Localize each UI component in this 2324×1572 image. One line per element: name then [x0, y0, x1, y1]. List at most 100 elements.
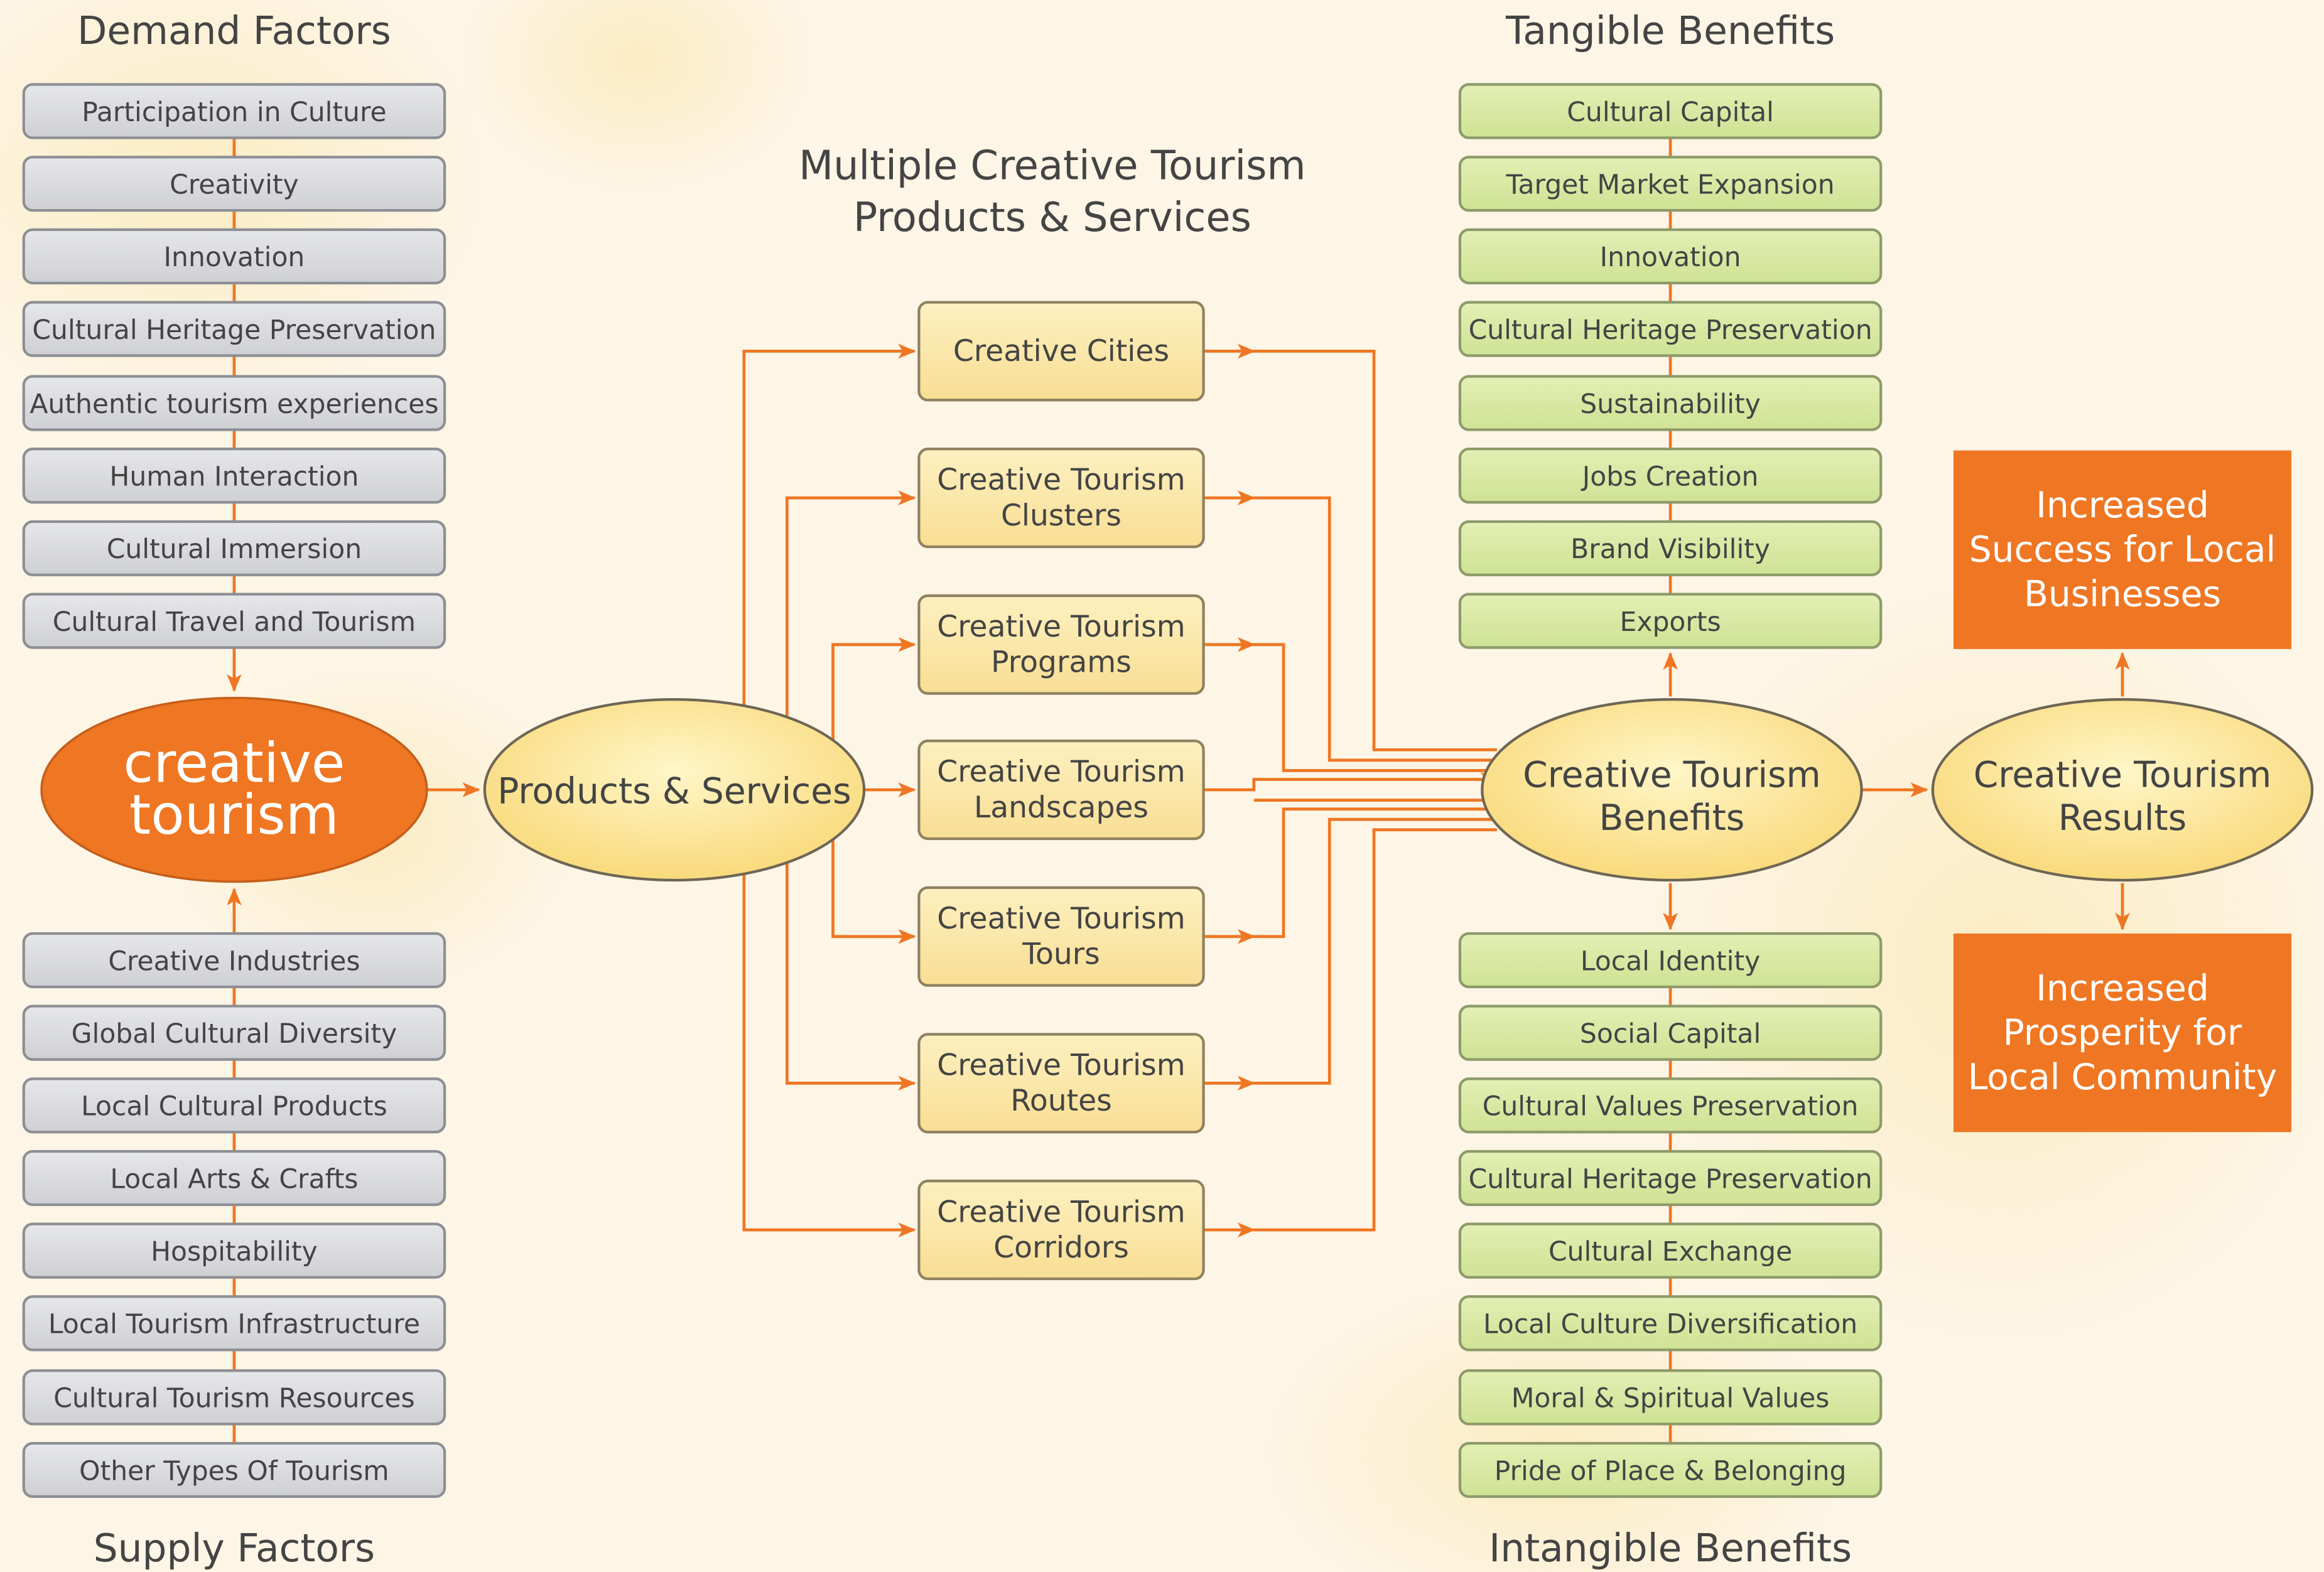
result-local-businesses-line: Businesses	[2024, 573, 2221, 615]
supply-factor-box	[22, 1441, 446, 1499]
products-services-label: Products & Services	[497, 770, 851, 812]
tangible-benefit-label: Innovation	[1600, 242, 1741, 273]
creative-tourism-ellipse	[40, 696, 428, 883]
tangible-benefit-box	[1458, 593, 1883, 649]
product-connector-in	[742, 838, 916, 1237]
product-node-line1: Creative Tourism	[937, 755, 1185, 789]
tangible-benefit: Target Market Expansion	[1458, 156, 1883, 212]
product-node-box	[917, 448, 1205, 549]
product-node-box	[917, 301, 1205, 402]
benefits-ellipse	[1481, 697, 1863, 882]
tangible-benefit-label: Cultural Heritage Preservation	[1469, 315, 1873, 346]
product-connector-out	[1253, 817, 1497, 1085]
supply-factor-label: Other Types Of Tourism	[79, 1456, 389, 1487]
supply-factor: Cultural Tourism Resources	[22, 1369, 446, 1426]
demand-factor-label: Authentic tourism experiences	[30, 389, 438, 420]
supply-factor: Local Tourism Infrastructure	[22, 1295, 446, 1352]
product-connector-in	[742, 343, 916, 744]
result-local-community-line: Prosperity for	[2003, 1012, 2242, 1053]
supply-factor-box	[22, 1149, 446, 1207]
product-connector-out	[1253, 643, 1497, 772]
demand-factor-box	[22, 301, 446, 357]
demand-factor-box	[22, 593, 446, 649]
product-node-line2: Corridors	[993, 1230, 1129, 1265]
intangible-benefit-box	[1458, 1077, 1883, 1134]
intangible-benefit: Social Capital	[1458, 1004, 1883, 1061]
product-node-line2: Tours	[1022, 937, 1100, 972]
tangible-benefit-box	[1458, 156, 1883, 212]
demand-factor-label: Cultural Travel and Tourism	[53, 607, 416, 638]
demand-factor: Creativity	[22, 156, 446, 212]
product-connector-out	[1253, 350, 1497, 751]
demand-factor-box	[22, 375, 446, 431]
tangible-benefit-label: Exports	[1620, 607, 1721, 638]
tangible-benefit-box	[1458, 375, 1883, 431]
header-products-line2: Products & Services	[853, 195, 1251, 241]
intangible-benefit-box	[1458, 932, 1883, 989]
product-node-line1: Creative Tourism	[937, 1048, 1185, 1083]
supply-factor-label: Global Cultural Diversity	[72, 1019, 397, 1050]
supply-factor-box	[22, 932, 446, 989]
tangible-benefit: Cultural Heritage Preservation	[1458, 301, 1883, 357]
product-node-box	[917, 1033, 1205, 1134]
product-node-box	[917, 886, 1205, 987]
intangible-benefit-label: Local Culture Diversification	[1483, 1310, 1857, 1340]
tangible-benefit-box	[1458, 228, 1883, 284]
product-node-line2: Landscapes	[974, 790, 1148, 825]
result-local-businesses-line: Increased	[2036, 485, 2209, 526]
demand-factor-label: Creativity	[170, 170, 299, 201]
demand-factor-label: Human Interaction	[109, 462, 359, 493]
supply-factor: Local Arts & Crafts	[22, 1149, 446, 1207]
products-services-node: Products & Services	[483, 697, 866, 882]
product-node: Creative Cities	[917, 301, 1205, 402]
intangible-benefit: Local Identity	[1458, 932, 1883, 989]
demand-factor-label: Innovation	[164, 242, 305, 273]
intangible-benefit: Moral & Spiritual Values	[1458, 1369, 1883, 1426]
intangible-benefit-label: Cultural Exchange	[1548, 1237, 1792, 1268]
creative-tourism-line1: creative	[123, 731, 345, 795]
intangible-benefit-box	[1458, 1441, 1883, 1499]
products-services-ellipse	[483, 697, 866, 882]
demand-factor: Innovation	[22, 228, 446, 284]
product-connector-in	[785, 838, 916, 1091]
product-node-box	[917, 740, 1205, 841]
intangible-benefit-label: Cultural Heritage Preservation	[1469, 1164, 1873, 1195]
supply-factor: Hospitability	[22, 1222, 446, 1279]
results-line2: Results	[2058, 797, 2186, 839]
supply-factor-label: Cultural Tourism Resources	[53, 1384, 414, 1414]
supply-factor-box	[22, 1369, 446, 1426]
supply-factor-box	[22, 1004, 446, 1061]
supply-factor-label: Local Cultural Products	[81, 1092, 387, 1122]
intangible-benefit: Cultural Heritage Preservation	[1458, 1149, 1883, 1207]
demand-factor: Authentic tourism experiences	[22, 375, 446, 431]
demand-factor-box	[22, 83, 446, 139]
product-connector-in	[831, 637, 916, 744]
header-intangible-benefits: Intangible Benefits	[1489, 1526, 1852, 1571]
tangible-benefit-label: Sustainability	[1580, 389, 1761, 420]
product-node-line1: Creative Tourism	[937, 902, 1185, 936]
tangible-benefit: Jobs Creation	[1458, 448, 1883, 504]
intangible-benefit-label: Social Capital	[1580, 1019, 1761, 1050]
demand-factor-box	[22, 156, 446, 212]
tangible-benefit: Sustainability	[1458, 375, 1883, 431]
result-local-businesses-box	[1953, 450, 2292, 649]
header-tangible-benefits: Tangible Benefits	[1505, 9, 1835, 53]
demand-factor: Human Interaction	[22, 448, 446, 504]
product-node-line1: Creative Tourism	[937, 610, 1185, 644]
demand-factor-box	[22, 228, 446, 284]
supply-factor-box	[22, 1077, 446, 1134]
product-connector-in	[785, 490, 916, 744]
product-node-line1: Creative Tourism	[937, 1195, 1185, 1229]
supply-factor-label: Creative Industries	[108, 946, 360, 977]
intangible-benefit-label: Moral & Spiritual Values	[1511, 1384, 1830, 1414]
demand-factor-label: Cultural Immersion	[107, 534, 362, 565]
product-node-box	[917, 1180, 1205, 1281]
